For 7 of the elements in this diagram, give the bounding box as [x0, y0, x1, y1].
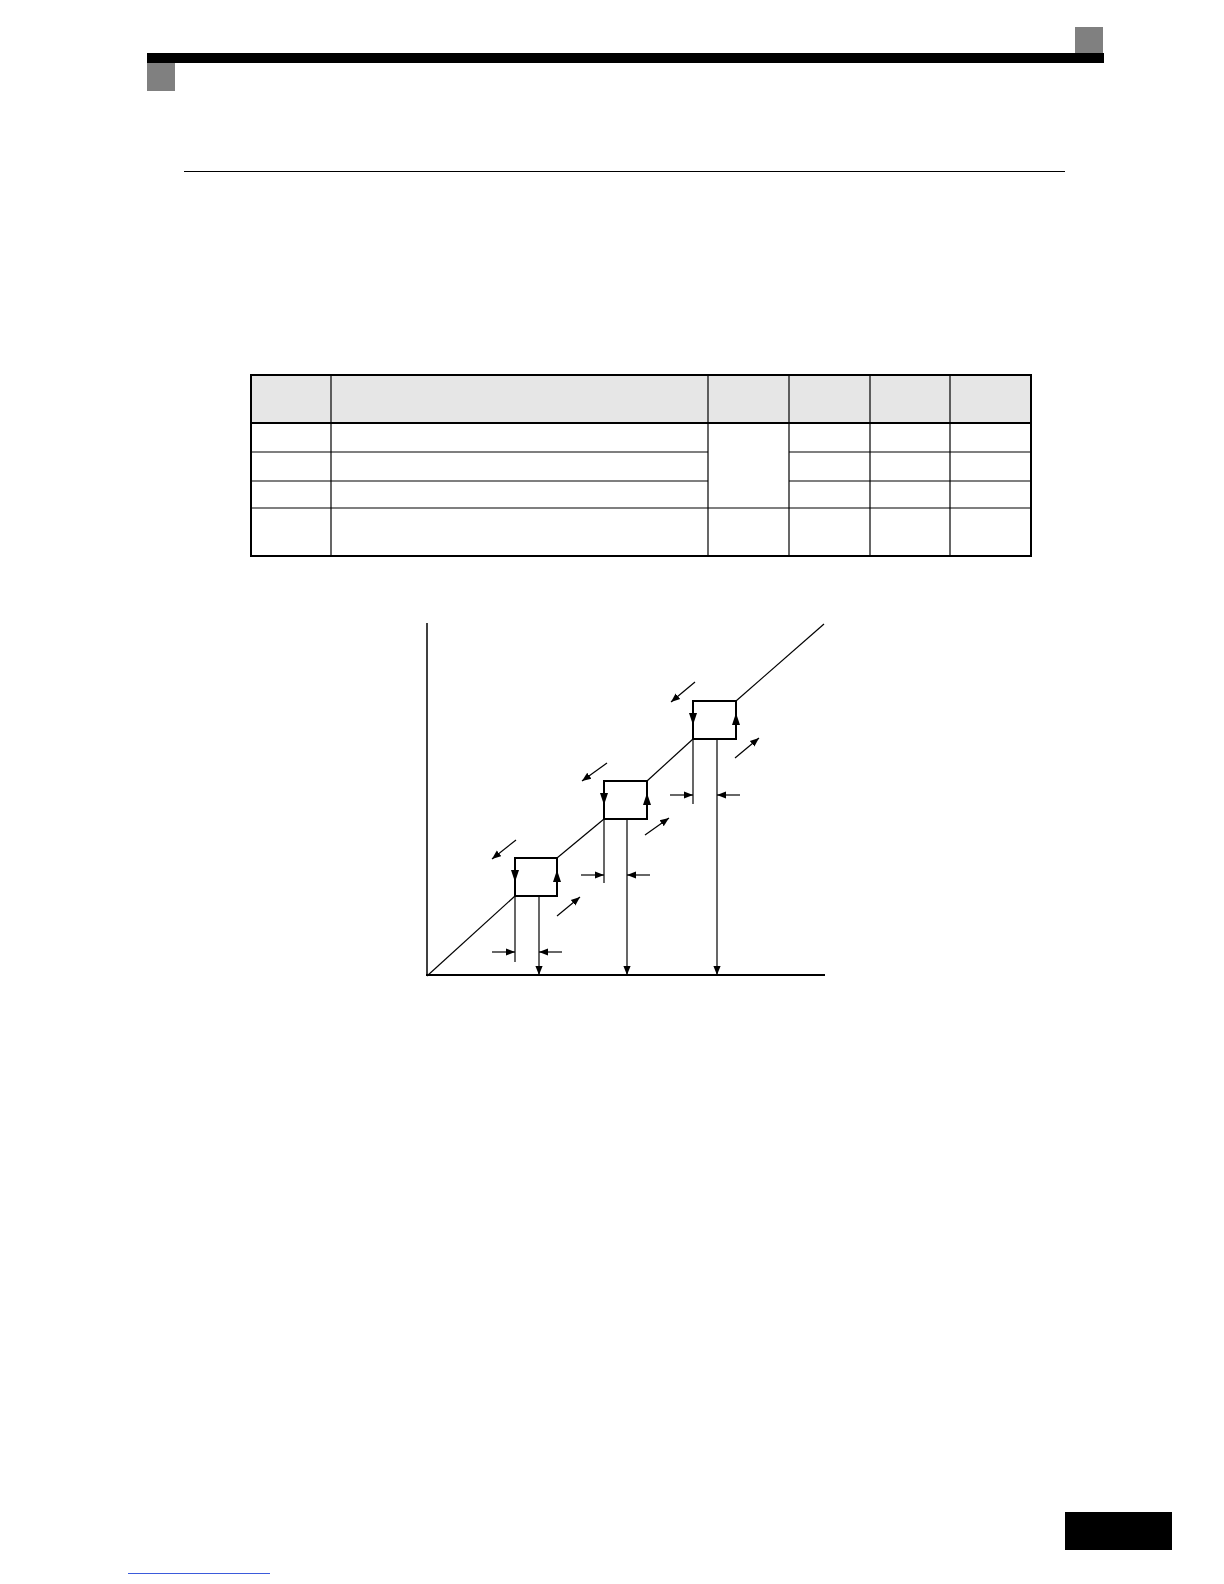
- arrow: [623, 818, 631, 976]
- arrow: [713, 738, 721, 976]
- hysteresis-box: [603, 780, 648, 820]
- hysteresis-box: [514, 857, 558, 897]
- arrow: [535, 895, 543, 976]
- x-axis: [426, 974, 825, 976]
- hysteresis-box: [692, 700, 737, 740]
